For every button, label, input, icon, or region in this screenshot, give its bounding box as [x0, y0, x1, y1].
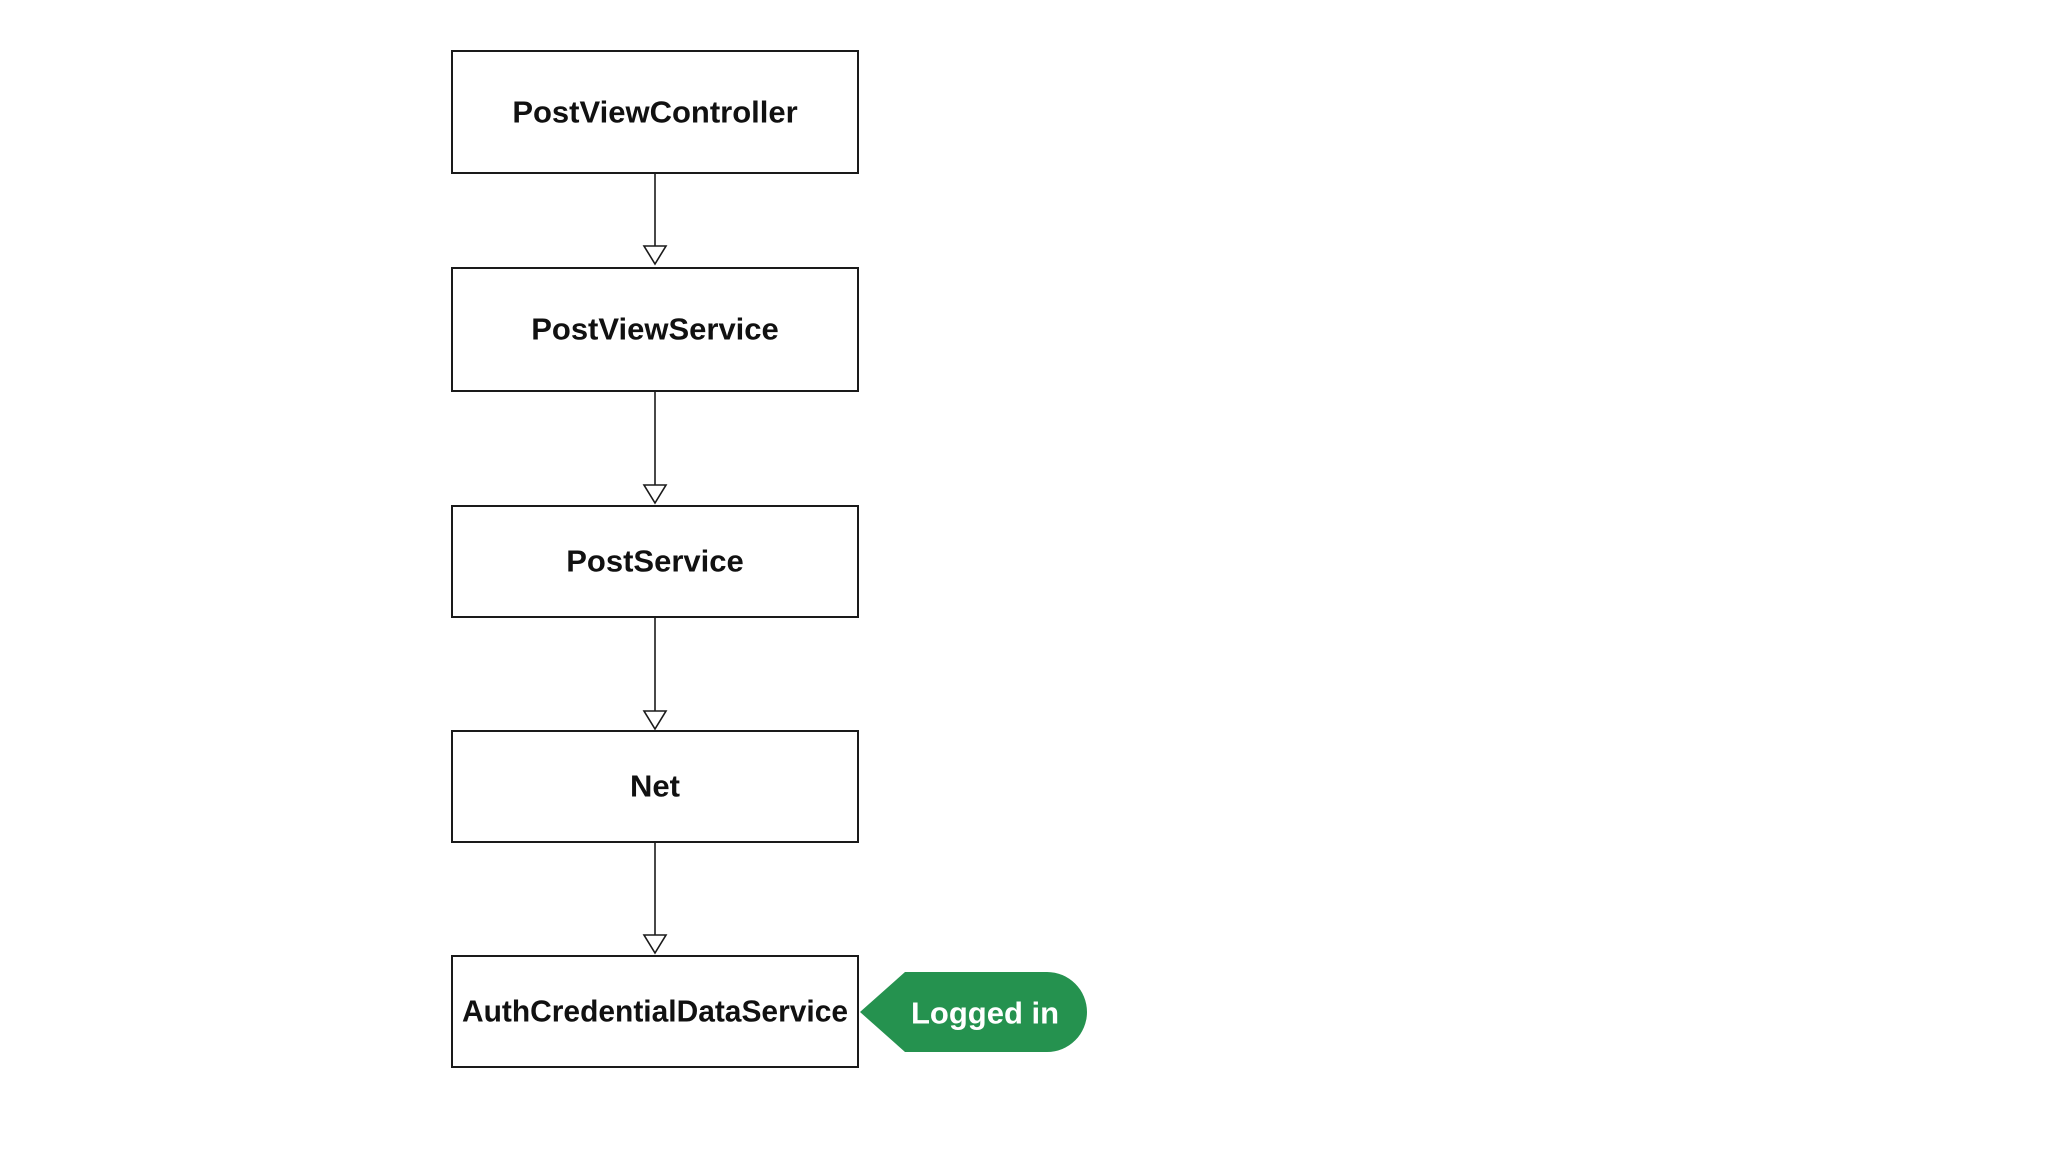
arrow-head-icon: [642, 484, 668, 505]
edge-controller-to-view-service: [642, 173, 668, 266]
node-label: PostViewService: [531, 312, 779, 347]
node-auth-credential-data-service[interactable]: AuthCredentialDataService: [451, 955, 859, 1068]
edge-net-to-auth-service: [642, 842, 668, 955]
node-label: Net: [630, 769, 680, 804]
status-tag-label: Logged in: [911, 996, 1059, 1031]
node-net[interactable]: Net: [451, 730, 859, 843]
node-post-view-service[interactable]: PostViewService: [451, 267, 859, 392]
edge-view-service-to-post-service: [642, 391, 668, 505]
node-label: PostService: [566, 544, 744, 579]
node-label: PostViewController: [512, 95, 797, 130]
node-post-view-controller[interactable]: PostViewController: [451, 50, 859, 174]
edge-post-service-to-net: [642, 617, 668, 731]
node-post-service[interactable]: PostService: [451, 505, 859, 618]
node-label: AuthCredentialDataService: [462, 994, 848, 1029]
status-tag-logged-in: Logged in: [860, 972, 1087, 1052]
arrow-head-icon: [642, 710, 668, 731]
tag-shape: [860, 972, 1087, 1052]
arrow-head-icon: [642, 245, 668, 266]
arrow-head-icon: [642, 934, 668, 955]
